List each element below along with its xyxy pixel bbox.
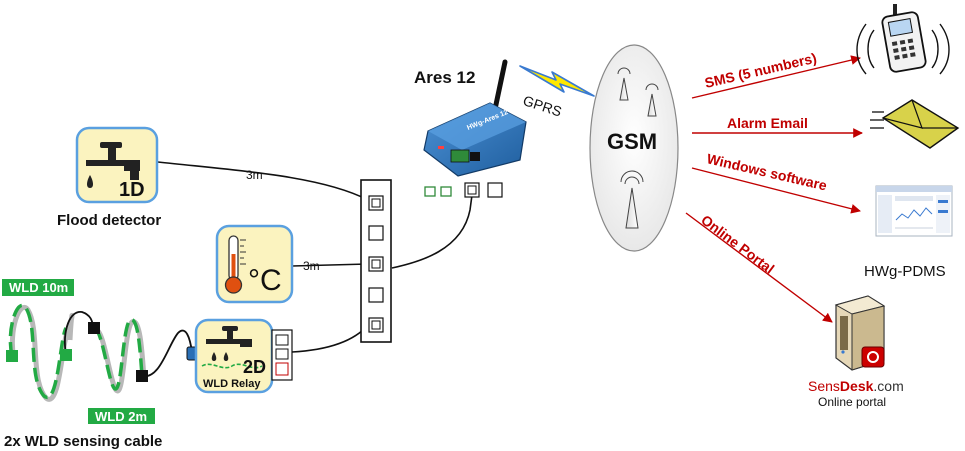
relay-terminal (275, 362, 289, 376)
gsm-network: GSM (589, 44, 679, 252)
lightning-icon (519, 65, 595, 97)
sensdesk-caption: Online portal (818, 395, 886, 409)
temperature-sensor: °C (215, 224, 294, 304)
sensdesk-brand: SensDesk.com (808, 378, 904, 394)
gsm-ellipse (589, 44, 679, 252)
relay-port (275, 334, 289, 346)
temp-cable-length: 3m (303, 259, 320, 273)
device-terminal-strip (424, 182, 503, 198)
cell-tower-icon (617, 67, 631, 101)
flood-cable (157, 161, 369, 201)
hub-port (368, 317, 384, 333)
wld-relay: 2D WLD Relay (194, 318, 293, 394)
gprs-link: GPRS (519, 65, 595, 120)
device-port-block (450, 149, 470, 163)
pdms-label: HWg-PDMS (864, 263, 946, 280)
email-label: Alarm Email (727, 115, 808, 131)
wld-lead-cable (141, 329, 193, 377)
hub-port (368, 225, 384, 241)
sms-label: SMS (5 numbers) (703, 50, 818, 91)
relay-label: WLD Relay (203, 378, 261, 390)
temp-cable (291, 263, 369, 267)
wld-tag-short (88, 408, 155, 424)
pdms-screenshot-icon (875, 185, 953, 237)
gsm-label: GSM (607, 129, 657, 154)
faucet-icon (206, 326, 252, 361)
hub-port (368, 256, 384, 272)
email-envelope-icon (870, 99, 960, 149)
server-icon (834, 295, 886, 371)
mobile-phone-icon (856, 4, 950, 75)
online-portal-arrow (685, 212, 833, 323)
wld-cable-long (8, 303, 68, 400)
relay-port (275, 348, 289, 360)
relay-cable (291, 324, 369, 353)
device-name: Ares 12 (414, 68, 475, 87)
flood-badge: 1D (119, 179, 145, 201)
wld-connector (6, 350, 18, 362)
sms-arrow (691, 55, 861, 99)
hub-port (368, 195, 384, 211)
water-wave-icon (201, 363, 263, 369)
cell-tower-icon (645, 83, 659, 117)
wld-connector (88, 322, 100, 334)
device-status-led (438, 146, 444, 149)
wld-tag-long-label: WLD 10m (9, 280, 68, 295)
wld-cables: WLD 10m WLD 2m 2x WLD sensing cable (2, 279, 198, 450)
online-portal-label: Online Portal (698, 212, 777, 277)
output-links: SMS (5 numbers) Alarm Email Windows soft… (685, 50, 863, 323)
flood-label: Flood detector (57, 212, 161, 229)
sensor-hub (360, 179, 392, 343)
device-port-block (470, 152, 480, 161)
hub-to-device-cable (391, 194, 473, 269)
flood-cable-length: 3m (246, 168, 263, 182)
wld-caption: 2x WLD sensing cable (4, 433, 162, 450)
gprs-label: GPRS (521, 92, 564, 119)
wld-connector (60, 349, 72, 361)
faucet-icon (86, 142, 140, 188)
wld-cable-short (93, 318, 144, 391)
antenna-icon (491, 59, 508, 117)
flood-detector: 1D Flood detector (57, 126, 161, 229)
wld-tag-short-label: WLD 2m (95, 409, 147, 424)
windows-software-arrow (691, 167, 861, 214)
hub-port (368, 287, 384, 303)
thermometer-icon (224, 235, 246, 294)
wld-tag-long (2, 279, 74, 296)
ares-device: Ares 12 HWg-Ares 12 (414, 59, 527, 198)
cell-tower-icon (620, 170, 644, 229)
wld-connector (136, 370, 148, 382)
relay-badge: 2D (243, 357, 266, 377)
temperature-unit: °C (248, 264, 282, 297)
